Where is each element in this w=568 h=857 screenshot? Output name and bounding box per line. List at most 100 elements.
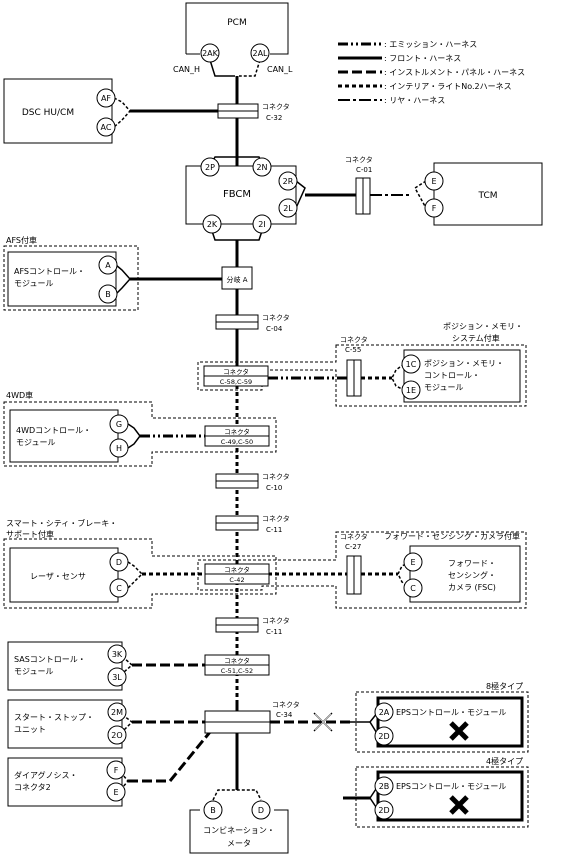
- c27-label-2: C-27: [345, 543, 361, 551]
- afs-module: AFSコントロール・ モジュール A B: [7, 251, 118, 307]
- laser-pin-d-label: D: [116, 558, 122, 567]
- connector-c32: コネクタ C-32: [217, 102, 290, 122]
- fbcm-pin-2k: [202, 214, 222, 234]
- scbs-group-label-2: サポート付車: [6, 529, 54, 539]
- 4wd-label-2: モジュール: [16, 438, 55, 447]
- c49-label-1: コネクタ: [224, 427, 250, 436]
- fbcm-pin-2i: [252, 214, 272, 234]
- afs-label-2: モジュール: [14, 279, 53, 288]
- fault-x-icon: [449, 795, 469, 815]
- c42-label-1: コネクタ: [224, 565, 250, 574]
- legend-label-rear: : リヤ・ハーネス: [384, 96, 445, 105]
- fbcm-bottom-split: [209, 224, 265, 241]
- tcm-label: TCM: [477, 191, 497, 201]
- sas-pin-3k: [107, 644, 127, 664]
- eps4-pin-2d-label: 2D: [378, 806, 389, 815]
- connector-c10: コネクタ C-10: [215, 472, 290, 492]
- pos-pin-1c: [401, 354, 421, 374]
- 4wd-module: 4WDコントロール・ モジュール G H: [9, 409, 129, 463]
- laser-sensor: レーザ・センサ D C: [9, 547, 129, 603]
- fbcm-right-split: [295, 180, 306, 209]
- c11a-label-1: コネクタ: [262, 514, 290, 523]
- laser-pin-c-label: C: [116, 584, 122, 593]
- sas-pin-3l: [107, 667, 127, 687]
- eps8-pin-2d-label: 2D: [378, 732, 389, 741]
- sas-module: SASコントロール・ モジュール 3K 3L: [7, 641, 127, 691]
- eps8-pin-2a-label: 2A: [379, 708, 390, 717]
- fbcm-pin-2n-label: 2N: [256, 163, 267, 172]
- pcm-pin-2al: [250, 43, 270, 63]
- pcm-can-l-wire: [239, 59, 261, 77]
- pos-pin-1e: [401, 380, 421, 400]
- pcm-pin-2ak: [200, 43, 220, 63]
- combi-pin-b-label: B: [210, 806, 216, 815]
- c04-label-1: コネクタ: [262, 313, 290, 322]
- c34-label-2: C-34: [276, 711, 293, 719]
- dsc-pin-ac: [96, 117, 116, 137]
- c55-label-1: コネクタ: [340, 335, 368, 344]
- 4wd-group-frame: [3, 401, 277, 467]
- dsc-pin-af-label: AF: [101, 94, 111, 103]
- pos-pin-1c-label: 1C: [406, 360, 417, 369]
- pos-pin-1e-label: 1E: [406, 386, 416, 395]
- sas-label-1: SASコントロール・: [14, 655, 86, 664]
- pcm-label: PCM: [227, 18, 246, 28]
- eps4-group-frame: [355, 766, 529, 828]
- diag-label-2: コネクタ2: [14, 783, 51, 792]
- diagnosis-connector: ダイアグノシス・ コネクタ2 F E: [7, 757, 126, 807]
- dsc-split: [113, 97, 132, 128]
- pos-group-label-1: ポジション・メモリ・: [443, 322, 523, 331]
- combination-meter: コンビネーション・ メータ B D: [189, 800, 289, 854]
- connector-c11-upper: コネクタ C-11: [215, 514, 290, 534]
- dsc-pin-af: [96, 88, 116, 108]
- fsc-pin-c-label: C: [410, 584, 416, 593]
- pcm-pin-2al-label: 2AL: [252, 49, 268, 58]
- combi-label-1: コンビネーション・: [203, 826, 275, 835]
- pos-module: ポジション・メモリ・ コントロール・ モジュール 1C 1E: [401, 349, 521, 403]
- fbcm-pin-2p-label: 2P: [205, 163, 215, 172]
- diag-pin-f: [106, 760, 126, 780]
- eps4-pin-2b: [374, 776, 394, 796]
- laser-split: [127, 561, 144, 589]
- fbcm-pin-2p: [200, 157, 220, 177]
- c01-label-1: コネクタ: [345, 155, 373, 164]
- 4wd-pin-g: [109, 414, 129, 434]
- c27-label-1: コネクタ: [340, 532, 368, 541]
- afs-group-label: AFS付車: [6, 235, 37, 245]
- c58-label-2: C-58,C-59: [220, 378, 252, 386]
- pcm-can-h-wire: [209, 59, 235, 77]
- 4wd-label-1: 4WDコントロール・: [16, 426, 91, 435]
- tcm-module: TCM E F: [424, 162, 543, 226]
- legend-label-front: : フロント・ハーネス: [384, 54, 461, 63]
- can-l-label: CAN_L: [267, 65, 293, 74]
- tcm-split: [414, 180, 427, 209]
- diag-pin-e: [106, 782, 126, 802]
- branch-a: 分岐 A: [221, 266, 253, 290]
- eps4-pin-2b-label: 2B: [379, 782, 390, 791]
- c10-label-2: C-10: [266, 484, 282, 492]
- afs-split: [115, 264, 132, 295]
- pcm-module: PCM 2AK 2AL: [185, 2, 289, 63]
- laser-pin-d: [109, 552, 129, 572]
- eps8-split-top: [350, 711, 379, 723]
- afs-pin-b: [98, 284, 118, 304]
- eps8-module: EPSコントロール・モジュール 2A 2D: [374, 696, 524, 748]
- ss-pin-2o: [107, 725, 127, 745]
- fsc-label-3: カメラ (FSC): [448, 583, 496, 592]
- tcm-pin-e: [424, 171, 444, 191]
- ss-pin-2m-label: 2M: [111, 708, 123, 717]
- 4wd-group-label: 4WD車: [6, 390, 33, 400]
- eps8-group-frame: [355, 691, 529, 753]
- fault-x-icon: [449, 721, 469, 741]
- c11b-label-2: C-11: [266, 628, 282, 636]
- c34-label-1: コネクタ: [272, 700, 300, 709]
- dsc-label: DSC HU/CM: [22, 108, 74, 118]
- 4wd-split: [127, 423, 141, 449]
- sas-pin-3k-label: 3K: [112, 650, 123, 659]
- afs-label-1: AFSコントロール・: [14, 267, 85, 276]
- sas-label-2: モジュール: [14, 667, 53, 676]
- combi-pin-d-label: D: [258, 806, 264, 815]
- disconnect-mark-icon: [313, 712, 333, 732]
- combi-pin-d: [251, 800, 271, 820]
